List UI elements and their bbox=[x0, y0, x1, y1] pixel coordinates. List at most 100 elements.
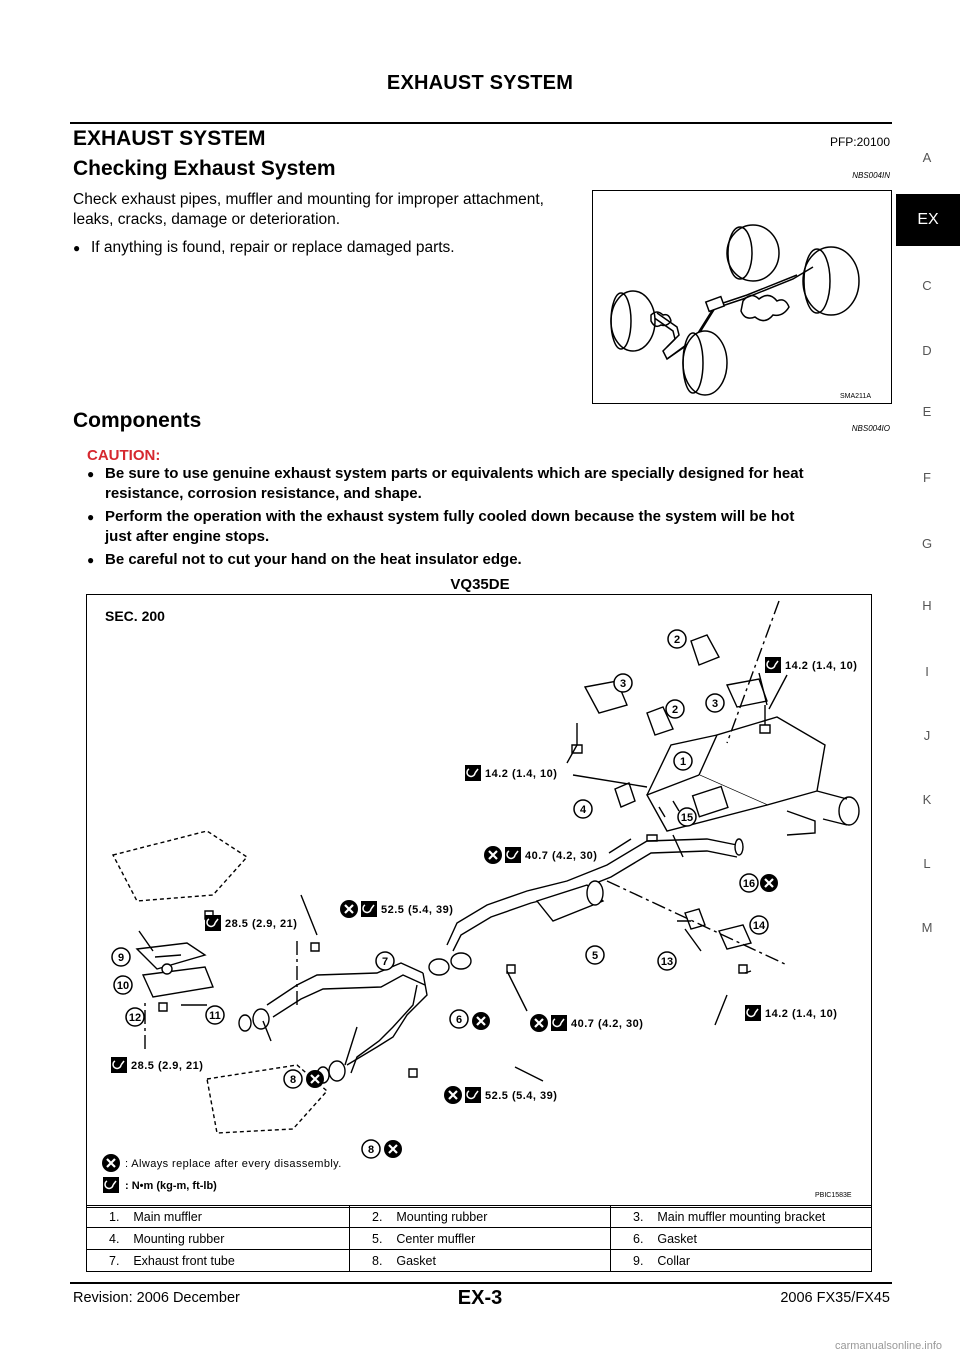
exhaust-check-illustration bbox=[610, 224, 860, 396]
side-index-g[interactable]: G bbox=[921, 536, 933, 551]
bullet-icon: ● bbox=[87, 553, 95, 567]
torque-spec: 52.5 (5.4, 39) bbox=[338, 898, 453, 920]
diagram-code: PBIC1583E bbox=[815, 1192, 852, 1199]
sec-label: SEC. 200 bbox=[105, 608, 165, 624]
replace-x-icon bbox=[304, 1068, 326, 1090]
table-row: 7. Exhaust front tube 8. Gasket 9. Colla… bbox=[86, 1249, 872, 1272]
checking-bullet: ● If anything is found, repair or replac… bbox=[73, 238, 593, 258]
footer-rule bbox=[70, 1282, 892, 1284]
callout-9: 9 bbox=[111, 947, 131, 967]
caution-label: CAUTION: bbox=[87, 447, 161, 464]
side-index-c[interactable]: C bbox=[922, 278, 932, 293]
callout-6: 6 bbox=[449, 1009, 469, 1029]
svg-text:15: 15 bbox=[681, 812, 693, 824]
caution-list: ● Be sure to use genuine exhaust system … bbox=[87, 464, 893, 570]
replace-x-icon bbox=[758, 872, 780, 894]
exhaust-diagram-svg: SEC. 200 bbox=[100, 600, 860, 1199]
legend-torque: : N•m (kg-m, ft-lb) bbox=[125, 1180, 217, 1192]
svg-text:28.5 (2.9, 21): 28.5 (2.9, 21) bbox=[131, 1060, 203, 1072]
side-index-i[interactable]: I bbox=[925, 664, 929, 679]
svg-text:52.5 (5.4, 39): 52.5 (5.4, 39) bbox=[381, 904, 453, 916]
svg-text:10: 10 bbox=[117, 980, 129, 992]
svg-text:6: 6 bbox=[456, 1014, 462, 1026]
side-index-m[interactable]: M bbox=[921, 920, 933, 935]
side-index-ex[interactable]: EX bbox=[896, 194, 960, 246]
components-code: NBS004IO bbox=[851, 424, 890, 433]
callout-12: 12 bbox=[125, 1007, 145, 1027]
svg-text:2: 2 bbox=[674, 634, 680, 646]
check-figure-code: SMA211A bbox=[840, 393, 871, 400]
checking-bullet-text: If anything is found, repair or replace … bbox=[91, 239, 455, 256]
svg-text:13: 13 bbox=[661, 956, 673, 968]
svg-text:14.2 (1.4, 10): 14.2 (1.4, 10) bbox=[765, 1008, 837, 1020]
watermark: carmanualsonline.info bbox=[834, 1340, 942, 1352]
caution-item: ● Perform the operation with the exhaust… bbox=[87, 507, 893, 547]
table-cell: 8. Gasket bbox=[349, 1249, 611, 1272]
checking-para-line2: leaks, cracks, damage or deterioration. bbox=[73, 211, 341, 228]
svg-text:40.7 (4.2, 30): 40.7 (4.2, 30) bbox=[571, 1018, 643, 1030]
side-index-e[interactable]: E bbox=[922, 404, 932, 419]
callout-15: 15 bbox=[677, 807, 697, 827]
side-index-h[interactable]: H bbox=[922, 598, 932, 613]
callout-8: 8 bbox=[283, 1069, 303, 1089]
torque-spec: 52.5 (5.4, 39) bbox=[442, 1084, 557, 1106]
caution-text: Be sure to use genuine exhaust system pa… bbox=[105, 465, 804, 502]
torque-spec: 40.7 (4.2, 30) bbox=[482, 844, 597, 866]
table-cell: 1. Main muffler bbox=[86, 1205, 350, 1228]
bullet-icon: ● bbox=[73, 241, 81, 255]
svg-text:2: 2 bbox=[672, 704, 678, 716]
callout-2: 2 bbox=[667, 629, 687, 649]
torque-spec: 14.2 (1.4, 10) bbox=[744, 1004, 837, 1022]
svg-text:14: 14 bbox=[753, 920, 766, 932]
page-header-title: EXHAUST SYSTEM bbox=[386, 72, 574, 94]
table-cell: 9. Collar bbox=[610, 1249, 872, 1272]
replace-x-icon bbox=[100, 1152, 122, 1174]
side-index-d[interactable]: D bbox=[922, 343, 932, 358]
components-title: Components bbox=[73, 409, 202, 432]
replace-x-icon bbox=[382, 1138, 404, 1160]
table-row: 4. Mounting rubber 5. Center muffler 6. … bbox=[86, 1227, 872, 1250]
caution-text: Be careful not to cut your hand on the h… bbox=[105, 551, 522, 568]
callout-8: 8 bbox=[361, 1139, 381, 1159]
side-index-a[interactable]: A bbox=[922, 150, 932, 165]
bullet-icon: ● bbox=[87, 510, 95, 524]
svg-text:8: 8 bbox=[290, 1074, 296, 1086]
svg-text:40.7 (4.2, 30): 40.7 (4.2, 30) bbox=[525, 850, 597, 862]
checking-paragraph: Check exhaust pipes, muffler and mountin… bbox=[73, 190, 593, 258]
table-cell: 4. Mounting rubber bbox=[86, 1227, 350, 1250]
checking-title: Checking Exhaust System bbox=[73, 157, 336, 180]
svg-text:7: 7 bbox=[382, 956, 388, 968]
svg-text:16: 16 bbox=[743, 878, 755, 890]
svg-text:14.2 (1.4, 10): 14.2 (1.4, 10) bbox=[785, 660, 857, 672]
side-index-k[interactable]: K bbox=[922, 792, 932, 807]
side-index-j[interactable]: J bbox=[923, 728, 931, 743]
svg-text:28.5 (2.9, 21): 28.5 (2.9, 21) bbox=[225, 918, 297, 930]
callout-11: 11 bbox=[205, 1005, 225, 1025]
svg-text:1: 1 bbox=[680, 756, 686, 768]
svg-text:4: 4 bbox=[580, 804, 587, 816]
torque-spec: 14.2 (1.4, 10) bbox=[464, 764, 557, 782]
caution-item: ● Be careful not to cut your hand on the… bbox=[87, 550, 893, 570]
footer-revision: Revision: 2006 December bbox=[73, 1290, 240, 1306]
side-index-l[interactable]: L bbox=[923, 856, 931, 871]
side-index-f[interactable]: F bbox=[923, 470, 931, 485]
svg-text:8: 8 bbox=[368, 1144, 374, 1156]
callout-10: 10 bbox=[113, 975, 133, 995]
svg-text:3: 3 bbox=[620, 678, 626, 690]
table-cell: 7. Exhaust front tube bbox=[86, 1249, 350, 1272]
svg-text:9: 9 bbox=[118, 952, 124, 964]
svg-text:52.5 (5.4, 39): 52.5 (5.4, 39) bbox=[485, 1090, 557, 1102]
callout-2: 2 bbox=[665, 699, 685, 719]
table-cell: 6. Gasket bbox=[610, 1227, 872, 1250]
callout-13: 13 bbox=[657, 951, 677, 971]
checking-para-line1: Check exhaust pipes, muffler and mountin… bbox=[73, 191, 544, 208]
torque-spec: 28.5 (2.9, 21) bbox=[204, 914, 297, 932]
footer-model: 2006 FX35/FX45 bbox=[780, 1290, 890, 1306]
parts-table: 1. Main muffler 2. Mounting rubber 3. Ma… bbox=[86, 1205, 872, 1272]
callout-7: 7 bbox=[375, 951, 395, 971]
callout-14: 14 bbox=[749, 915, 769, 935]
callout-1: 1 bbox=[673, 751, 693, 771]
exhaust-check-figure: SMA211A bbox=[592, 190, 892, 404]
section-title: EXHAUST SYSTEM bbox=[73, 127, 266, 150]
svg-text:14.2 (1.4, 10): 14.2 (1.4, 10) bbox=[485, 768, 557, 780]
